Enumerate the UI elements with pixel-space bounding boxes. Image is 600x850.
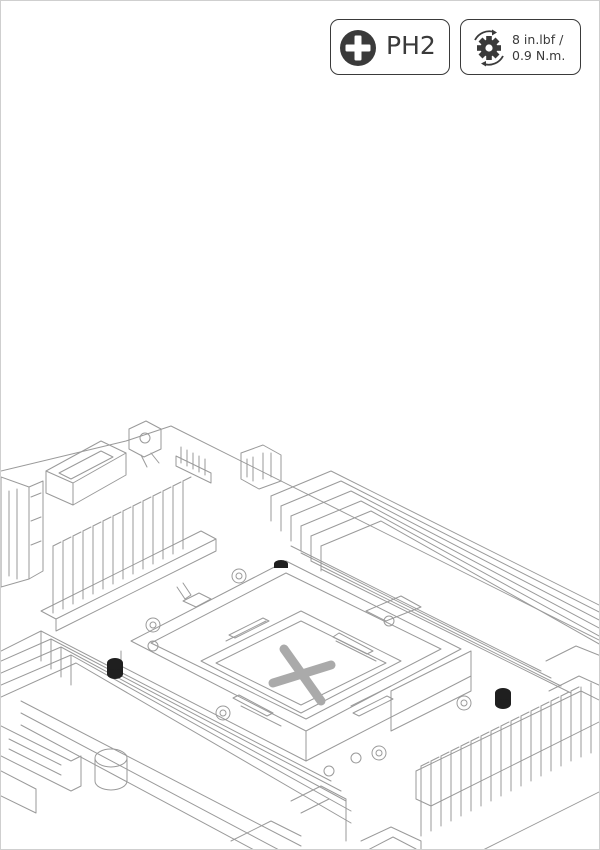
bottom-connectors	[230, 791, 599, 849]
torque-badge: 8 in.lbf / 0.9 N.m.	[460, 19, 581, 75]
dimm-slots-right	[270, 470, 599, 694]
chipset-heatsink	[40, 476, 217, 632]
heatsink-screws	[107, 560, 511, 709]
io-connector-block	[1, 476, 44, 588]
cpu-x-marker	[268, 644, 336, 706]
cpu-socket-plate	[200, 610, 402, 727]
tool-badge: PH2	[330, 19, 450, 75]
audio-jack	[128, 420, 162, 468]
tool-label: PH2	[386, 31, 436, 60]
serial-port-connector	[45, 440, 127, 506]
torque-value-inlbf: 8 in.lbf /	[512, 32, 564, 47]
power-connector-small	[240, 444, 282, 490]
dimm-slots-left	[1, 630, 352, 849]
torque-value-nm: 0.9 N.m.	[512, 48, 566, 63]
socket-screw-holes	[145, 568, 472, 777]
screw-head	[107, 658, 123, 679]
pin-header	[175, 446, 212, 484]
board-edge	[1, 425, 599, 641]
vrm-heatsink	[415, 682, 599, 837]
phillips-screwdriver-icon	[340, 30, 376, 66]
screw-head	[495, 688, 511, 709]
screw-head	[274, 560, 288, 568]
capacitor	[94, 748, 128, 791]
expansion-slot	[1, 725, 82, 814]
torque-gear-icon	[474, 29, 504, 67]
